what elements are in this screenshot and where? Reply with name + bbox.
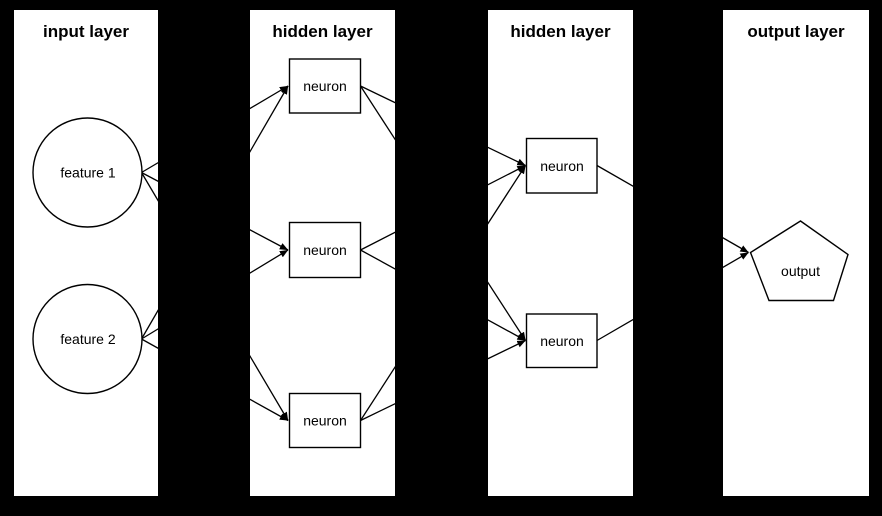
edge-feature2-h1n3 [141, 338, 289, 422]
layer-title-input: input layer [43, 22, 129, 41]
edge-feature2-h1n2 [141, 249, 289, 340]
node-h1-neuron-3: neuron [288, 392, 362, 449]
edge-h2n2-output [596, 251, 749, 342]
h1-neuron-1-box [288, 58, 362, 114]
h2-neuron-2-box [525, 313, 598, 369]
node-h1-neuron-2: neuron [288, 221, 362, 279]
h1-neuron-3-label: neuron [303, 413, 347, 429]
h1-neuron-2-label: neuron [303, 242, 347, 258]
node-output: output [749, 220, 849, 302]
panel-input-layer [14, 10, 158, 496]
node-feature-1: feature 1 [32, 117, 143, 228]
h1-neuron-2-box [288, 221, 362, 279]
node-h1-neuron-1: neuron [288, 58, 362, 114]
h1-neuron-3-box [288, 392, 362, 449]
feature-2-circle [32, 283, 143, 395]
feature-2-label: feature 2 [60, 331, 115, 347]
edge-h1n3-h2n2 [360, 339, 526, 422]
edge-h1n3-h2n1 [359, 165, 527, 421]
layer-title-output: output layer [747, 22, 845, 41]
panel-hidden-layer-2 [488, 10, 633, 496]
edge-feature1-h1n3 [140, 172, 289, 421]
output-pentagon [749, 220, 849, 302]
connection-lines [140, 85, 749, 422]
h1-neuron-1-label: neuron [303, 78, 347, 94]
node-feature-2: feature 2 [32, 283, 143, 395]
h2-neuron-1-box [525, 137, 598, 194]
edge-h2n1-output [596, 164, 749, 254]
h2-neuron-1-label: neuron [540, 158, 584, 174]
output-label: output [781, 263, 820, 279]
h2-neuron-2-label: neuron [540, 333, 584, 349]
edge-h1n1-h2n2 [359, 85, 527, 341]
node-h2-neuron-2: neuron [525, 313, 598, 369]
edge-h1n2-h2n1 [360, 164, 526, 251]
layer-title-hidden-2: hidden layer [510, 22, 611, 41]
feature-1-label: feature 1 [60, 165, 115, 181]
node-h2-neuron-1: neuron [525, 137, 598, 194]
edge-feature2-h1n1 [140, 85, 289, 340]
edge-h1n2-h2n2 [360, 249, 526, 342]
layer-title-hidden-1: hidden layer [272, 22, 373, 41]
edge-feature1-h1n1 [141, 85, 289, 174]
edge-h1n1-h2n1 [360, 85, 526, 167]
feature-1-circle [32, 117, 143, 228]
